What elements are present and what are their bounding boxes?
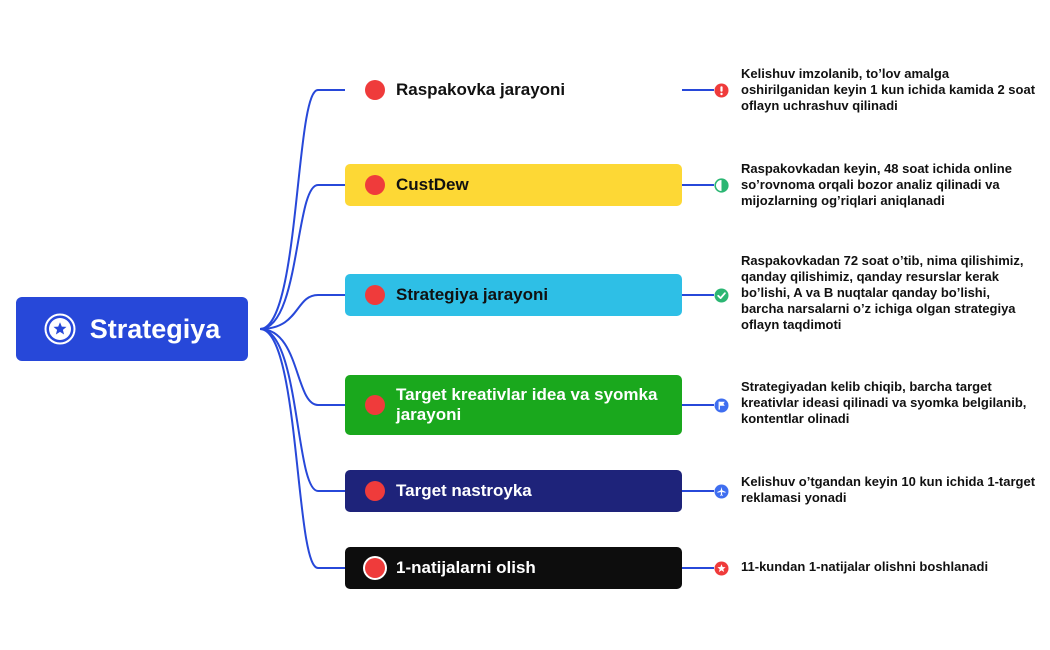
- priority-dot: [365, 175, 385, 195]
- branch-node-target-nastroyka[interactable]: Target nastroyka: [345, 470, 682, 512]
- branch-label: 1-natijalarni olish: [396, 557, 536, 577]
- branch-node-target-kreativlar[interactable]: Target kreativlar idea va syomka jarayon…: [345, 375, 682, 435]
- branch-label: CustDew: [396, 174, 469, 194]
- priority-dot: [365, 558, 385, 578]
- branch-label: Strategiya jarayoni: [396, 284, 549, 304]
- priority-dot: [365, 481, 385, 501]
- branch-description: 11-kundan 1-natijalar olishni boshlanadi: [741, 559, 989, 574]
- branch-label: Raspakovka jarayoni: [396, 79, 566, 99]
- check-circle-icon: [714, 288, 729, 303]
- link-natijalar: [259, 328, 345, 569]
- flag-circle-icon: [714, 398, 729, 413]
- branch-node-natijalar[interactable]: 1-natijalarni olish: [345, 547, 682, 589]
- airplane-circle-icon: [714, 484, 729, 499]
- link-kreativlar: [259, 328, 345, 406]
- half-circle-icon: [714, 178, 729, 193]
- root-label: Strategiya: [89, 313, 221, 344]
- branch-label: Target nastroyka: [396, 480, 532, 500]
- root-node[interactable]: Strategiya: [16, 297, 248, 361]
- priority-dot: [365, 80, 385, 100]
- priority-dot: [365, 285, 385, 305]
- branch-description: Kelishuv o’tgandan keyin 10 kun ichida 1…: [741, 474, 1036, 505]
- branch-label: Target kreativlar idea va syomka jarayon…: [396, 384, 658, 424]
- branch-node-raspakovka[interactable]: Raspakovka jarayoni: [345, 69, 682, 111]
- branch-description: Strategiyadan kelib chiqib, barcha targe…: [741, 379, 1027, 426]
- priority-dot: [365, 395, 385, 415]
- branch-node-custdew[interactable]: CustDew: [345, 164, 682, 206]
- branch-node-strategiya-jarayoni[interactable]: Strategiya jarayoni: [345, 274, 682, 316]
- star-circle-icon: [714, 561, 729, 576]
- link-raspakovka: [259, 89, 345, 330]
- branch-description: Kelishuv imzolanib, to’lov amalga oshiri…: [741, 66, 1036, 113]
- exclamation-circle-icon: [714, 83, 729, 98]
- branch-description: Raspakovkadan keyin, 48 soat ichida onli…: [741, 161, 1012, 208]
- link-custdew: [259, 184, 345, 330]
- link-nastroyka: [259, 328, 345, 492]
- star-badge-icon: [44, 313, 76, 345]
- branch-description: Raspakovkadan 72 soat o’tib, nima qilish…: [741, 253, 1024, 332]
- link-strategiya: [259, 294, 345, 330]
